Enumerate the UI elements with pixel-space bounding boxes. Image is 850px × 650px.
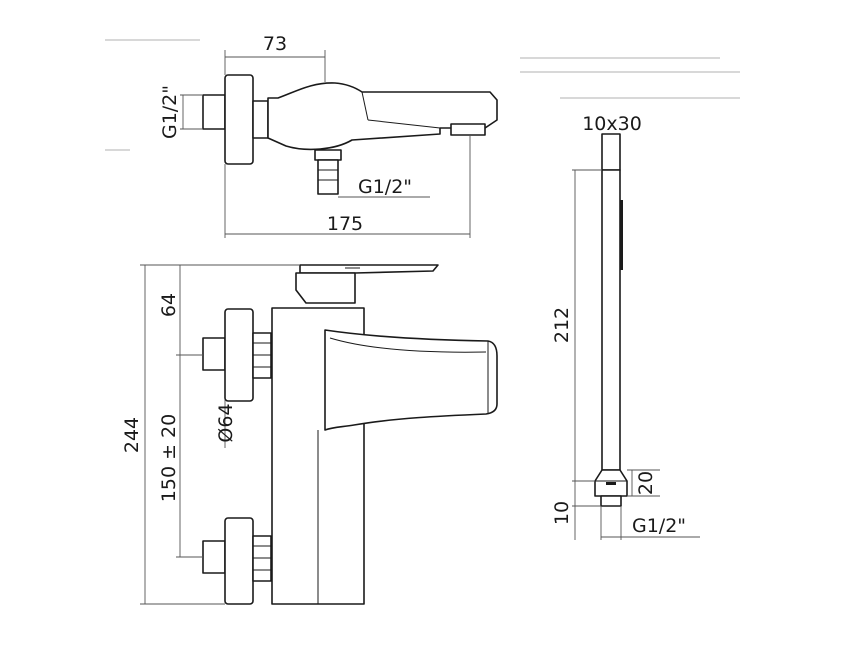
lower-rosette <box>224 517 254 605</box>
top-inlet-stub <box>202 94 226 130</box>
front-handle-lever <box>299 264 439 274</box>
background-guides <box>105 39 740 151</box>
top-outlet-nipple <box>317 159 339 195</box>
shower-section-cap <box>601 133 621 171</box>
shower-thread <box>600 495 622 507</box>
front-handle-cartridge <box>295 272 356 304</box>
spout-highlight <box>329 337 487 353</box>
upper-inlet-stub <box>202 337 226 371</box>
label-g12-hose: G1/2" <box>632 515 686 537</box>
top-view: 73 G1/2" G1/2" 175 <box>159 33 498 238</box>
front-spout <box>324 329 498 431</box>
label-g12-outlet: G1/2" <box>358 176 412 198</box>
label-212: 212 <box>551 307 573 343</box>
top-outlet-nut <box>314 149 342 161</box>
hand-shower-view: 10x30 212 20 10 G1/2" <box>551 113 700 540</box>
label-175: 175 <box>327 213 363 235</box>
label-150-tolerance: 150 ± 20 <box>158 414 180 502</box>
upper-rosette <box>224 308 254 402</box>
front-view: 244 64 150 ± 20 Ø64 <box>121 264 498 605</box>
top-outlet-spout <box>450 123 486 136</box>
top-body-edge-2 <box>367 119 441 129</box>
label-phi64: Ø64 <box>215 403 237 442</box>
top-rosette <box>224 74 254 165</box>
top-body-edge <box>361 91 369 121</box>
shower-nut-mark <box>606 482 616 485</box>
top-nut <box>252 100 269 139</box>
label-10x30: 10x30 <box>582 113 642 135</box>
label-20: 20 <box>635 471 657 495</box>
label-73: 73 <box>263 33 287 55</box>
label-g12-top-left: G1/2" <box>159 85 181 139</box>
lower-inlet-stub <box>202 540 226 574</box>
shower-body <box>601 169 621 471</box>
label-64: 64 <box>158 293 180 317</box>
top-mixer-body <box>267 82 498 151</box>
label-10: 10 <box>551 501 573 525</box>
label-244: 244 <box>121 417 143 453</box>
shower-side-strip <box>620 200 623 270</box>
